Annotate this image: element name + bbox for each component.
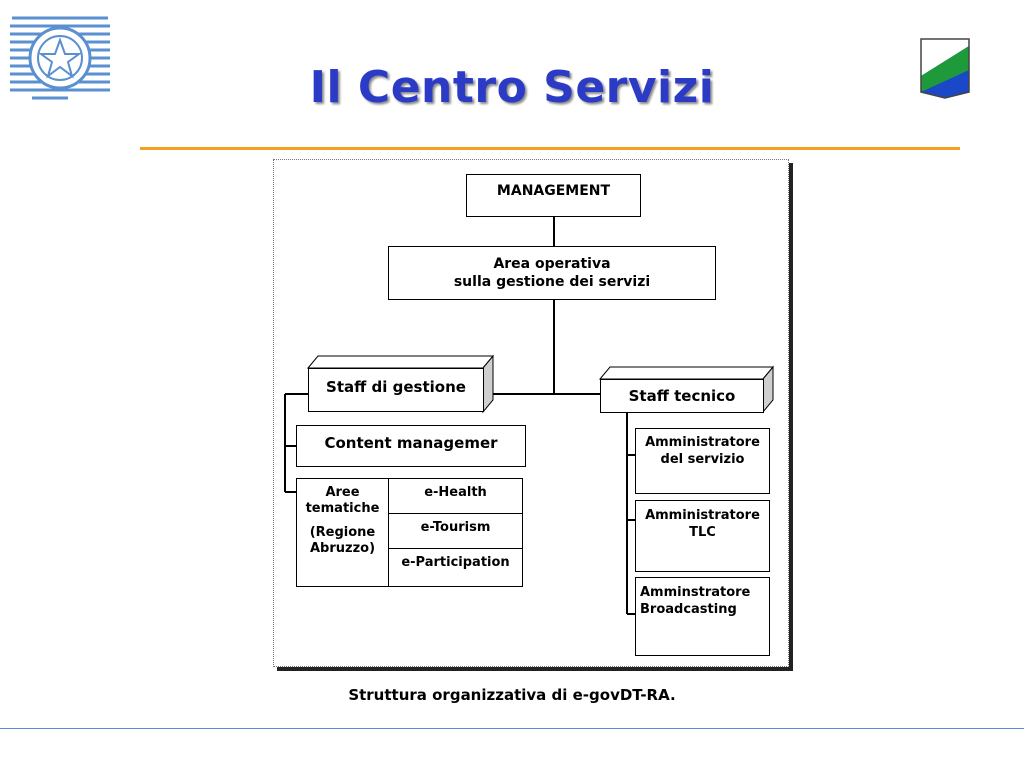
title-divider: [140, 147, 960, 150]
diagram-caption: Struttura organizzativa di e-govDT-RA.: [348, 686, 676, 704]
admin-broadcasting-line1: Amminstratore: [640, 585, 751, 600]
footer-divider: [0, 728, 1024, 729]
admin-servizio-line2: del servizio: [660, 452, 745, 467]
aree-tematiche-box: Aree tematiche (Regione Abruzzo): [296, 478, 389, 587]
theme-e-participation-label: e-Participation: [401, 555, 510, 570]
aree-line2: tematiche: [305, 501, 380, 516]
italian-republic-emblem-logo: [10, 10, 110, 106]
slide-title: Il Centro Servizi: [309, 62, 715, 113]
theme-e-tourism-label: e-Tourism: [420, 520, 491, 535]
staff-gestione-label: Staff di gestione: [326, 378, 466, 396]
theme-e-health: e-Health: [388, 478, 523, 514]
admin-servizio-line1: Amministratore: [645, 435, 760, 450]
staff-gestione-box: Staff di gestione: [308, 368, 484, 412]
content-manager-box: Content managemer: [296, 425, 526, 467]
management-box: MANAGEMENT: [466, 174, 641, 217]
admin-broadcasting-box: Amminstratore Broadcasting: [635, 577, 770, 656]
admin-tlc-box: Amministratore TLC: [635, 500, 770, 572]
theme-e-tourism: e-Tourism: [388, 513, 523, 549]
content-manager-label: Content managemer: [324, 434, 498, 452]
area-operativa-line2: sulla gestione dei servizi: [453, 274, 651, 290]
aree-line3: (Regione: [309, 525, 376, 540]
admin-tlc-line2: TLC: [689, 525, 716, 540]
admin-servizio-box: Amministratore del servizio: [635, 428, 770, 494]
abruzzo-region-flag-logo: [918, 36, 972, 100]
theme-e-participation: e-Participation: [388, 548, 523, 587]
area-operativa-line1: Area operativa: [493, 256, 611, 272]
area-operativa-box: Area operativa sulla gestione dei serviz…: [388, 246, 716, 300]
staff-tecnico-box: Staff tecnico: [600, 379, 764, 413]
admin-tlc-line1: Amministratore: [645, 508, 760, 523]
aree-line4: Abruzzo): [309, 541, 376, 556]
management-label: MANAGEMENT: [496, 183, 611, 199]
aree-line1: Aree: [325, 485, 360, 500]
theme-e-health-label: e-Health: [424, 485, 487, 500]
admin-broadcasting-line2: Broadcasting: [640, 602, 737, 617]
staff-tecnico-label: Staff tecnico: [628, 387, 736, 405]
